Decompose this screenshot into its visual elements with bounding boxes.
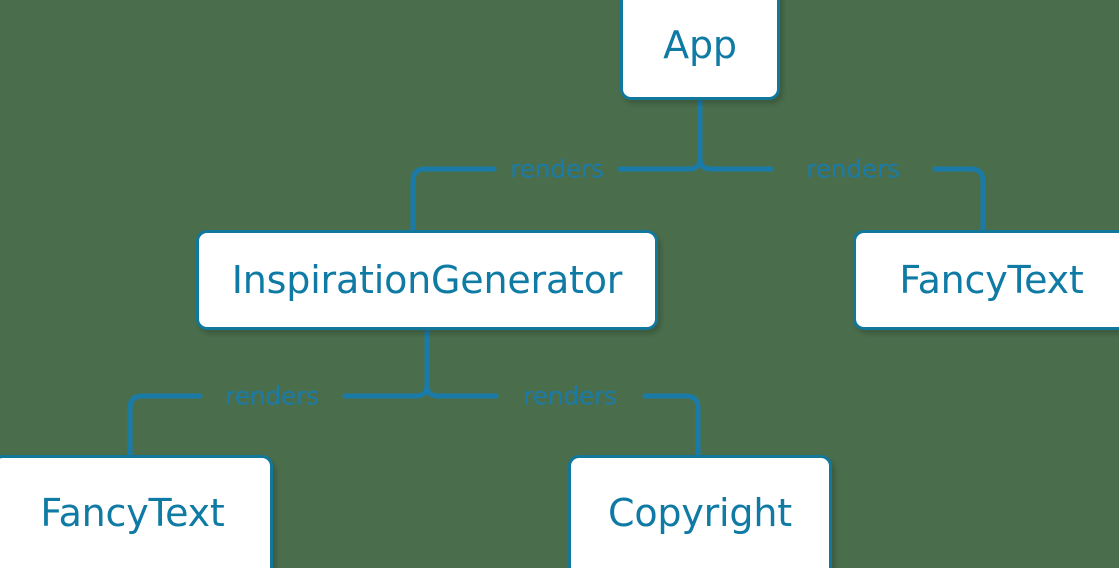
edge-label-app-to-fancytext: renders	[806, 154, 900, 184]
edge-label-inspiration-generator-to-copyright: renders	[523, 381, 617, 411]
node-copyright-label: Copyright	[608, 491, 792, 535]
node-fancytext-right[interactable]: FancyText	[853, 230, 1119, 330]
node-fancytext-left-label: FancyText	[40, 491, 225, 535]
node-fancytext-left[interactable]: FancyText	[0, 455, 273, 568]
edge-app-to-inspiration-b	[410, 166, 497, 233]
edge-inspiration-to-copyright-b	[642, 393, 701, 458]
edge-app-to-fancytext-b	[932, 166, 986, 233]
node-fancytext-right-label: FancyText	[899, 258, 1084, 302]
node-inspiration-generator[interactable]: InspirationGenerator	[196, 230, 658, 330]
edge-inspiration-to-fancytext-b	[127, 393, 203, 458]
node-app-label: App	[663, 22, 737, 67]
edge-label-inspiration-generator-to-fancytext: renders	[225, 381, 319, 411]
edge-label-app-to-inspiration-generator: renders	[510, 154, 604, 184]
node-app[interactable]: App	[620, 0, 780, 100]
node-inspiration-generator-label: InspirationGenerator	[231, 258, 623, 302]
node-copyright[interactable]: Copyright	[568, 455, 832, 568]
